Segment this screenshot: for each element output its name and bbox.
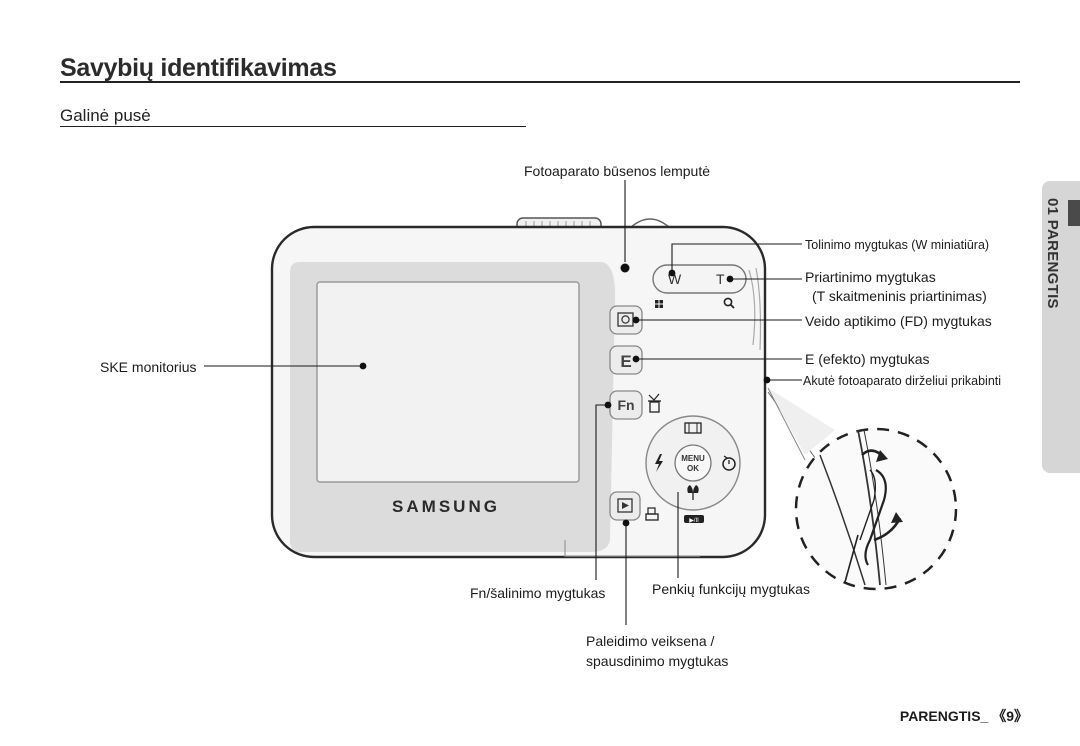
- macro-icon: [687, 485, 699, 500]
- zoom-t-callout-line1: Priartinimo mygtukas: [805, 269, 936, 285]
- fn-button-callout: Fn/šalinimo mygtukas: [470, 585, 606, 601]
- lcd-screen: [316, 281, 580, 483]
- page-title: Savybių identifikavimas: [60, 54, 337, 82]
- title-divider: [60, 81, 1020, 83]
- play-button-callout-line2: spausdinimo mygtukas: [586, 653, 729, 669]
- self-timer-icon: [722, 455, 736, 471]
- subtitle-divider: [60, 126, 526, 128]
- e-button-label: E: [620, 352, 631, 371]
- play-icon: [617, 498, 633, 513]
- display-icon: [684, 422, 702, 434]
- chapter-tab[interactable]: [1042, 181, 1080, 473]
- thumbnail-icon: [655, 300, 663, 308]
- zoom-t-label: T: [716, 271, 725, 287]
- five-function-callout: Penkių funkcijų mygtukas: [652, 581, 810, 597]
- section-subtitle: Galinė pusė: [60, 106, 151, 125]
- svg-text:▶/II: ▶/II: [689, 518, 699, 524]
- e-button: [609, 345, 643, 375]
- zoom-t-callout-line2: (T skaitmeninis priartinimas): [812, 288, 987, 304]
- zoom-w-callout: Tolinimo mygtukas (W miniatiūra): [805, 238, 990, 252]
- magnify-icon: [723, 297, 735, 309]
- strap-detail-inset: [794, 427, 958, 591]
- page-footer: PARENGTIS_ 《9》: [899, 708, 1028, 724]
- strap-eyelet-callout: Akutė fotoaparato dirželiui prikabinti: [803, 374, 1002, 388]
- chapter-tab-marker: [1068, 200, 1080, 226]
- brand-logo: SAMSUNG: [392, 497, 500, 516]
- play-button-callout-line1: Paleidimo veiksena /: [586, 633, 715, 649]
- print-icon: [645, 507, 659, 521]
- e-button-callout: E (efekto) mygtukas: [805, 351, 930, 367]
- status-lamp: [620, 263, 630, 273]
- flash-icon: [655, 454, 663, 472]
- menu-ok-button: [674, 444, 712, 482]
- status-lamp-label: Fotoaparato būsenos lemputė: [524, 163, 711, 179]
- lcd-monitor-callout: SKE monitorius: [100, 359, 197, 375]
- ok-label: OK: [687, 464, 699, 473]
- fn-button-label: Fn: [617, 397, 634, 413]
- menu-label: MENU: [681, 454, 705, 463]
- fd-button-callout: Veido aptikimo (FD) mygtukas: [805, 313, 992, 329]
- trash-icon: [648, 393, 661, 413]
